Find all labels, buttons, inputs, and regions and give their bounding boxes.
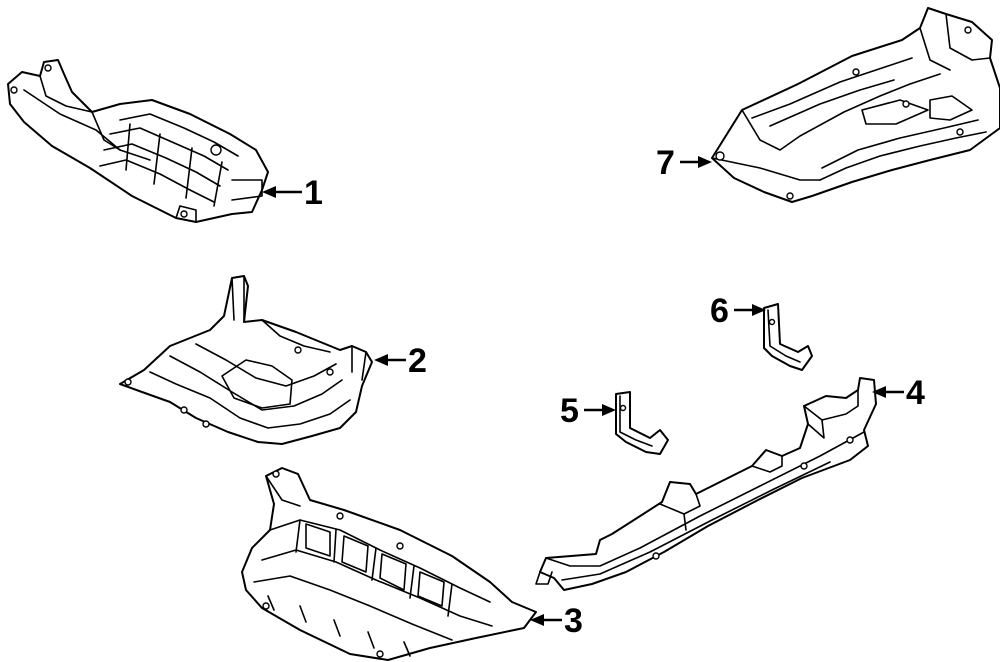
callout-1: 1: [262, 174, 323, 212]
part-4-crossmember: [535, 377, 877, 591]
callout-4: 4: [872, 374, 925, 412]
callout-3-label: 3: [564, 602, 583, 640]
callout-3: 3: [530, 602, 583, 640]
part-7-skid-plate: [711, 7, 1000, 203]
part-6-bracket: [763, 303, 813, 371]
callout-7: 7: [656, 144, 712, 182]
callout-1-label: 1: [304, 174, 323, 212]
part-5-bracket: [615, 391, 669, 455]
part-1-skid-plate: [7, 59, 269, 223]
callout-5: 5: [560, 392, 616, 430]
callout-5-label: 5: [560, 392, 579, 430]
part-2-skid-plate: [119, 275, 373, 445]
callout-6: 6: [710, 292, 766, 330]
callout-2-label: 2: [408, 342, 427, 380]
callout-7-label: 7: [656, 144, 675, 182]
callout-6-label: 6: [710, 292, 729, 330]
callout-2: 2: [374, 342, 427, 380]
callout-4-label: 4: [906, 374, 925, 412]
part-3-skid-plate: [241, 467, 537, 661]
